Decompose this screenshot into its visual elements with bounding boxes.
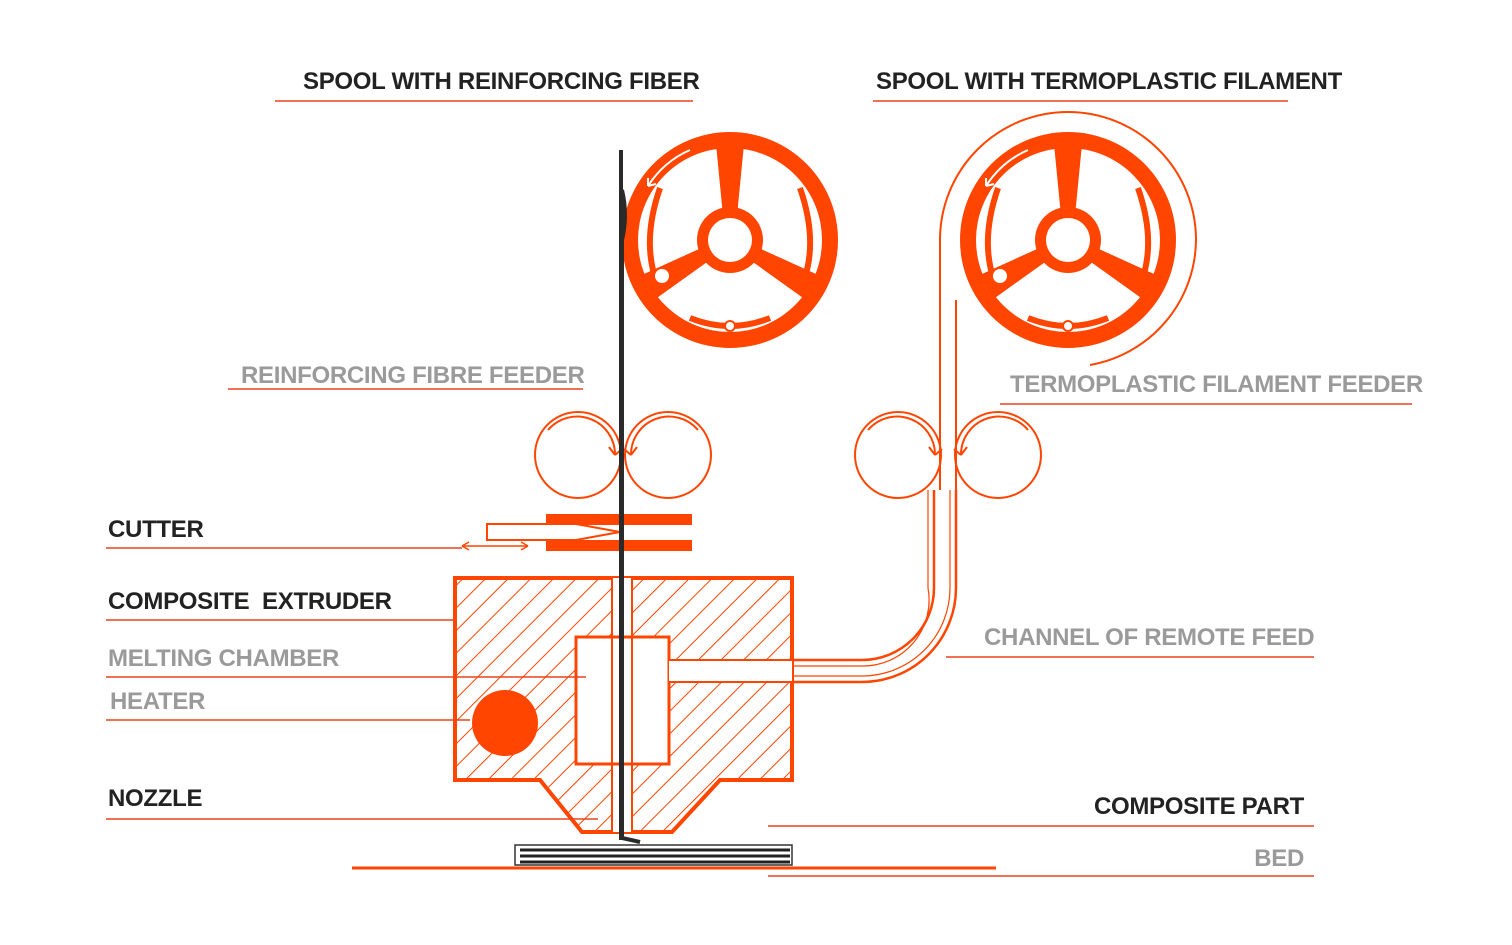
filament-feeder-rollers (854, 411, 1042, 499)
remote-feed-channel (792, 490, 958, 684)
label-melting-chamber: MELTING CHAMBER (108, 645, 339, 672)
label-filament-feeder: TERMOPLASTIC FILAMENT FEEDER (1010, 371, 1423, 398)
leader-lines (106, 100, 1412, 877)
label-nozzle: NOZZLE (108, 785, 202, 812)
label-heater: HEATER (110, 688, 205, 715)
label-composite-extruder: COMPOSITE EXTRUDER (108, 588, 392, 615)
label-composite-part: COMPOSITE PART (1094, 793, 1305, 820)
label-bed: BED (1254, 845, 1304, 872)
filament-spool (960, 132, 1176, 348)
heater (472, 690, 538, 756)
label-fibre-feeder: REINFORCING FIBRE FEEDER (241, 362, 584, 389)
label-channel-remote-feed: CHANNEL OF REMOTE FEED (984, 624, 1314, 651)
label-spool-filament: SPOOL WITH TERMOPLASTIC FILAMENT (876, 68, 1343, 95)
cutter (461, 514, 692, 551)
label-spool-fiber: SPOOL WITH REINFORCING FIBER (303, 68, 700, 95)
composite-part (514, 844, 793, 866)
label-cutter: CUTTER (108, 516, 204, 543)
fiber-spool (622, 132, 838, 348)
